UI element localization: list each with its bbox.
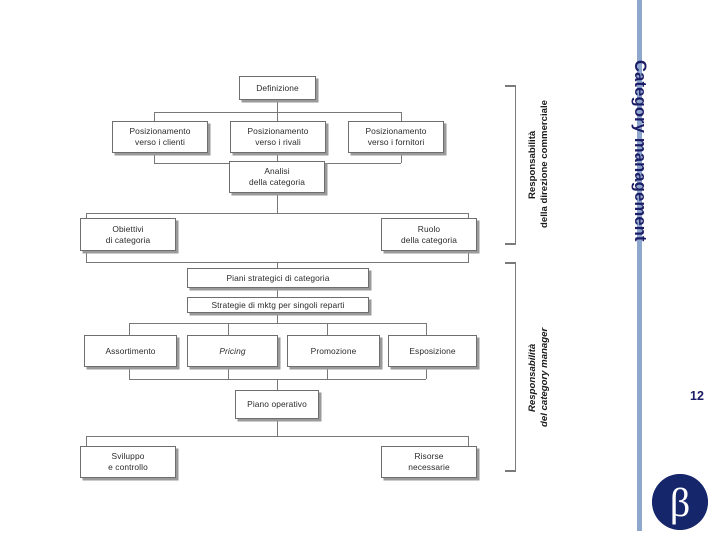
bracket-category-manager bbox=[505, 262, 516, 472]
node-obiettivi-categoria[interactable]: Obiettivi di categoria bbox=[80, 218, 176, 251]
node-assortimento[interactable]: Assortimento bbox=[84, 335, 177, 367]
node-promozione[interactable]: Promozione bbox=[287, 335, 380, 367]
bracket-stem bbox=[515, 85, 516, 245]
bracket-tip-bottom bbox=[505, 243, 516, 245]
node-posizionamento-fornitori-line1: Posizionamento bbox=[365, 126, 427, 136]
category-management-flowchart: Definizione Posizionamento verso i clien… bbox=[80, 62, 551, 478]
connector-strategie-down bbox=[277, 313, 278, 323]
connector-to-pos-clienti bbox=[154, 112, 155, 122]
connector-to-pricing bbox=[228, 323, 229, 335]
connector-to-piano-operativo bbox=[277, 379, 278, 390]
bracket-label-category-manager: Responsabilità del category manager bbox=[527, 285, 551, 470]
node-assortimento-line1: Assortimento bbox=[105, 345, 156, 356]
node-sviluppo-controllo-line1: Sviluppo bbox=[111, 451, 145, 461]
bracket-tip-top bbox=[505, 262, 516, 264]
node-promozione-line1: Promozione bbox=[310, 345, 357, 356]
node-posizionamento-rivali[interactable]: Posizionamento verso i rivali bbox=[230, 121, 326, 153]
node-posizionamento-clienti-line1: Posizionamento bbox=[129, 126, 191, 136]
connector-pos-rivali-down bbox=[277, 153, 278, 163]
node-strategie-mktg[interactable]: Strategie di mktg per singoli reparti bbox=[187, 297, 369, 313]
node-analisi-categoria-line1: Analisi bbox=[264, 166, 290, 176]
node-definizione[interactable]: Definizione bbox=[239, 76, 316, 100]
connector-assortimento-down bbox=[129, 367, 130, 379]
connector-piano-operativo-down bbox=[277, 419, 278, 436]
node-risorse-necessarie-line1: Risorse bbox=[414, 451, 444, 461]
connector-to-promozione bbox=[327, 323, 328, 335]
node-strategie-mktg-line1: Strategie di mktg per singoli reparti bbox=[211, 299, 345, 310]
connector-ruolo-down bbox=[468, 251, 469, 262]
bracket-label-direzione-commerciale: Responsabilità della direzione commercia… bbox=[527, 62, 551, 267]
connector-to-pos-fornitori bbox=[401, 112, 402, 122]
connector-pos-fornitori-down bbox=[401, 153, 402, 163]
bracket-tip-bottom bbox=[505, 470, 516, 472]
node-ruolo-categoria[interactable]: Ruolo della categoria bbox=[381, 218, 477, 251]
connector-to-piani bbox=[277, 262, 278, 268]
bracket-direzione-commerciale bbox=[505, 85, 516, 245]
bracket-tip-top bbox=[505, 85, 516, 87]
connector-to-assortimento bbox=[129, 323, 130, 335]
connector-to-esposizione bbox=[426, 323, 427, 335]
connector-to-risorse bbox=[468, 436, 469, 446]
accent-bar bbox=[637, 0, 642, 531]
connector-pos-clienti-down bbox=[154, 153, 155, 163]
bracket-label-cm-line1: Responsabilità bbox=[527, 343, 538, 412]
connector-analisi-down bbox=[277, 193, 278, 213]
node-definizione-line1: Definizione bbox=[256, 82, 299, 93]
node-sviluppo-controllo[interactable]: Sviluppo e controllo bbox=[80, 446, 176, 478]
connector-pricing-down bbox=[228, 367, 229, 379]
node-analisi-categoria[interactable]: Analisi della categoria bbox=[229, 161, 325, 193]
bracket-label-cm-line2: del category manager bbox=[539, 327, 550, 428]
node-piano-operativo[interactable]: Piano operativo bbox=[235, 390, 319, 419]
connector-promozione-down bbox=[327, 367, 328, 379]
node-piani-strategici-line1: Piani strategici di categoria bbox=[226, 272, 330, 283]
node-esposizione[interactable]: Esposizione bbox=[388, 335, 477, 367]
connector-piani-to-strategie bbox=[277, 288, 278, 297]
connector-to-sviluppo bbox=[86, 436, 87, 446]
node-risorse-necessarie[interactable]: Risorse necessarie bbox=[381, 446, 477, 478]
connector-obiettivi-down bbox=[86, 251, 87, 262]
node-posizionamento-rivali-line2: verso i rivali bbox=[255, 137, 301, 147]
node-risorse-necessarie-line2: necessarie bbox=[408, 462, 450, 472]
node-analisi-categoria-line2: della categoria bbox=[249, 177, 305, 187]
beta-logo-icon: β bbox=[652, 474, 708, 530]
node-posizionamento-fornitori-line2: verso i fornitori bbox=[367, 137, 425, 147]
node-piano-operativo-line1: Piano operativo bbox=[247, 399, 307, 409]
node-piani-strategici[interactable]: Piani strategici di categoria bbox=[187, 268, 369, 288]
node-pricing[interactable]: Pricing bbox=[187, 335, 278, 367]
svg-text:β: β bbox=[670, 480, 690, 525]
node-posizionamento-fornitori[interactable]: Posizionamento verso i fornitori bbox=[348, 121, 444, 153]
node-obiettivi-categoria-line1: Obiettivi bbox=[112, 223, 144, 234]
connector-obiettivi-ruolo-bus bbox=[86, 213, 469, 214]
node-posizionamento-clienti-line2: verso i clienti bbox=[135, 137, 185, 147]
connector-definizione-down bbox=[277, 100, 278, 112]
connector-to-pos-rivali bbox=[277, 112, 278, 122]
node-posizionamento-rivali-line1: Posizionamento bbox=[247, 126, 309, 136]
connector-leve-bus bbox=[129, 323, 426, 324]
page-number: 12 bbox=[690, 389, 704, 403]
node-obiettivi-categoria-line2: di categoria bbox=[105, 234, 151, 245]
connector-sviluppo-risorse-bus bbox=[86, 436, 469, 437]
node-ruolo-categoria-line1: Ruolo bbox=[417, 223, 441, 234]
node-ruolo-categoria-line2: della categoria bbox=[401, 234, 457, 245]
node-sviluppo-controllo-line2: e controllo bbox=[108, 462, 148, 472]
node-posizionamento-clienti[interactable]: Posizionamento verso i clienti bbox=[112, 121, 208, 153]
bracket-label-direzione-line2: della direzione commerciale bbox=[539, 100, 550, 229]
page-title: Category management bbox=[631, 60, 649, 242]
node-esposizione-line1: Esposizione bbox=[409, 345, 456, 356]
node-pricing-line1: Pricing bbox=[219, 345, 246, 356]
connector-esposizione-down bbox=[426, 367, 427, 379]
bracket-stem bbox=[515, 262, 516, 472]
bracket-label-direzione-line1: Responsabilità bbox=[527, 130, 538, 199]
